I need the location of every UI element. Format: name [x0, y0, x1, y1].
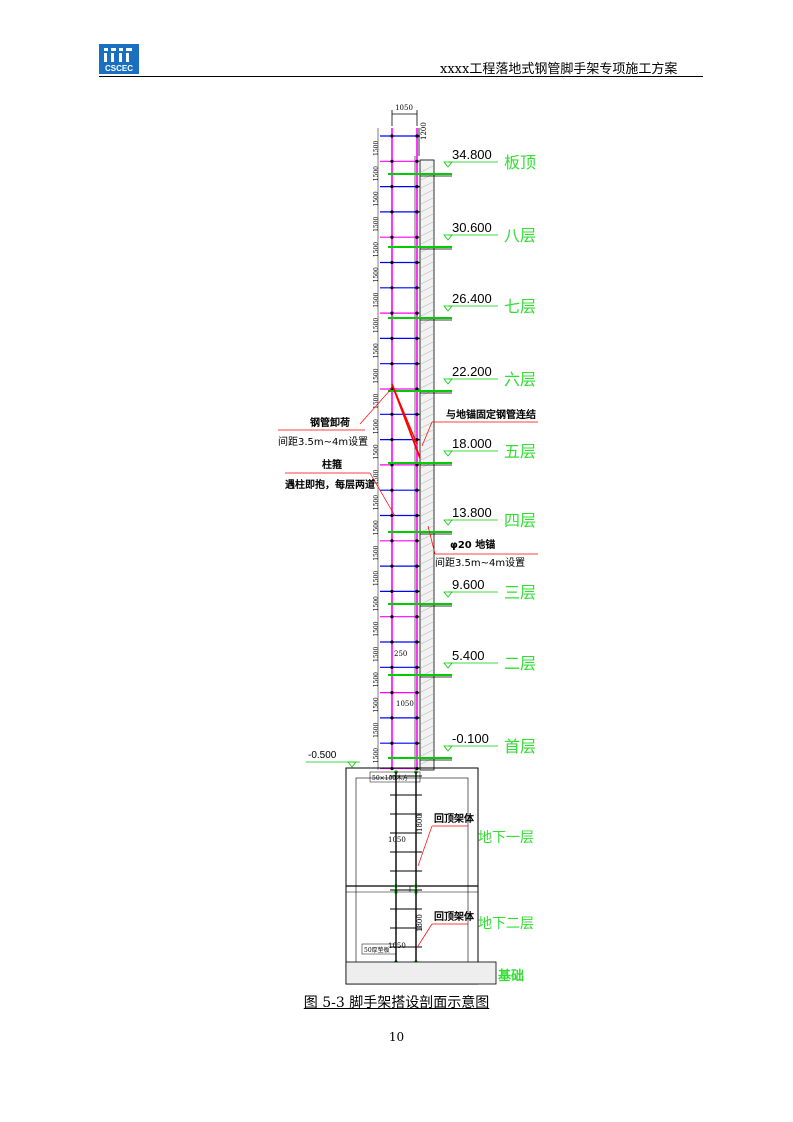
- elevation-label: 22.200: [452, 364, 492, 379]
- elevation-label: 34.800: [452, 147, 492, 162]
- logo-text: CSCEC: [105, 64, 133, 73]
- spacing-label: 1500: [373, 647, 380, 662]
- elevation-label: -0.100: [452, 731, 489, 746]
- spacing-label: 1500: [373, 394, 380, 409]
- spacing-label: 1500: [373, 495, 380, 510]
- header-rule: [99, 76, 703, 77]
- top-dim-right: 1200: [420, 122, 428, 140]
- elevation-label: 13.800: [452, 505, 492, 520]
- spacing-label: 1500: [373, 216, 380, 231]
- floor-label: 四层: [504, 511, 536, 530]
- elevation-label: 9.600: [452, 577, 485, 592]
- elevation-label: 26.400: [452, 291, 492, 306]
- spacing-label: 1500: [373, 596, 380, 611]
- basement-2-label: 地下二层: [478, 916, 534, 932]
- column-tie-desc: 遇柱即抱，每层两道: [285, 478, 375, 491]
- floor-label: 板顶: [504, 153, 536, 172]
- spacing-label: 1500: [373, 368, 380, 383]
- spacing-label: 1500: [373, 545, 380, 560]
- spacing-label: 1500: [373, 343, 380, 358]
- scaffold-section-drawing: 1050 1200 1500 1500 1500 1500 1500 1500 1500 15…: [278, 104, 538, 985]
- dim-1050-b1: 1050: [388, 836, 406, 844]
- spacing-label: 1500: [373, 672, 380, 687]
- floor-label: 五层: [504, 442, 536, 461]
- ground-elev: -0.500: [308, 750, 337, 761]
- floor-label: 二层: [504, 654, 536, 673]
- beam-spec: 50×100木方: [372, 774, 408, 782]
- dim-1800-b1: 1800: [416, 814, 424, 832]
- foundation-label: 基础: [497, 968, 524, 984]
- unload-title: 钢管卸荷: [310, 416, 350, 429]
- dim-1050-b2: 1050: [388, 942, 406, 950]
- spacing-label: 1500: [373, 141, 380, 156]
- unload-brace-2: [391, 383, 418, 445]
- anchor-connect: 与地锚固定钢管连结: [446, 408, 536, 421]
- anchor-spacing: 间距3.5m~4m设置: [435, 556, 525, 569]
- spacing-label: 1500: [373, 722, 380, 737]
- elevation-label: 5.400: [452, 648, 485, 663]
- floor-label: 六层: [504, 370, 536, 389]
- spacing-label: 1500: [373, 571, 380, 586]
- floor-label: 首层: [504, 737, 536, 756]
- unload-spacing: 间距3.5m~4m设置: [278, 435, 368, 448]
- header-title: xxxx工程落地式钢管脚手架专项施工方案: [440, 62, 678, 77]
- figure-caption: 图 5-3 脚手架搭设剖面示意图: [303, 995, 490, 1011]
- spacing-label: 1500: [373, 292, 380, 307]
- pad-spec: 50厚垫板: [364, 946, 390, 954]
- page-number: 10: [388, 1030, 405, 1044]
- spacing-label: 1500: [373, 520, 380, 535]
- spacing-label: 1500: [373, 166, 380, 181]
- spacing-label: 1500: [373, 318, 380, 333]
- elevation-label: 18.000: [452, 436, 492, 451]
- floor-label: 三层: [504, 583, 536, 602]
- spacing-label: 1500: [373, 697, 380, 712]
- company-logo: CSCEC: [99, 44, 139, 74]
- backprop-2: 回顶架体: [434, 910, 475, 923]
- dim-1050: 1050: [396, 700, 414, 708]
- elevation-label: 30.600: [452, 220, 492, 235]
- column-tie-title: 柱箍: [322, 458, 342, 471]
- spacing-label: 1500: [373, 748, 380, 763]
- spacing-label: 1500: [373, 242, 380, 257]
- spacing-label: 1500: [373, 419, 380, 434]
- spacing-label: 1500: [373, 191, 380, 206]
- spacing-label: 1500: [373, 444, 380, 459]
- dim-1800-b2: 1800: [416, 914, 424, 932]
- anchor-title: φ20 地锚: [450, 538, 495, 551]
- spacing-label: 1500: [373, 469, 380, 484]
- dim-250: 250: [394, 650, 407, 658]
- spacing-label: 1500: [373, 621, 380, 636]
- floor-label: 八层: [504, 226, 536, 245]
- top-dim: 1050: [395, 104, 413, 112]
- basement-1-label: 地下一层: [478, 830, 534, 846]
- backprop-1: 回顶架体: [434, 812, 475, 825]
- spacing-label: 1500: [373, 267, 380, 282]
- floor-label: 七层: [504, 297, 536, 316]
